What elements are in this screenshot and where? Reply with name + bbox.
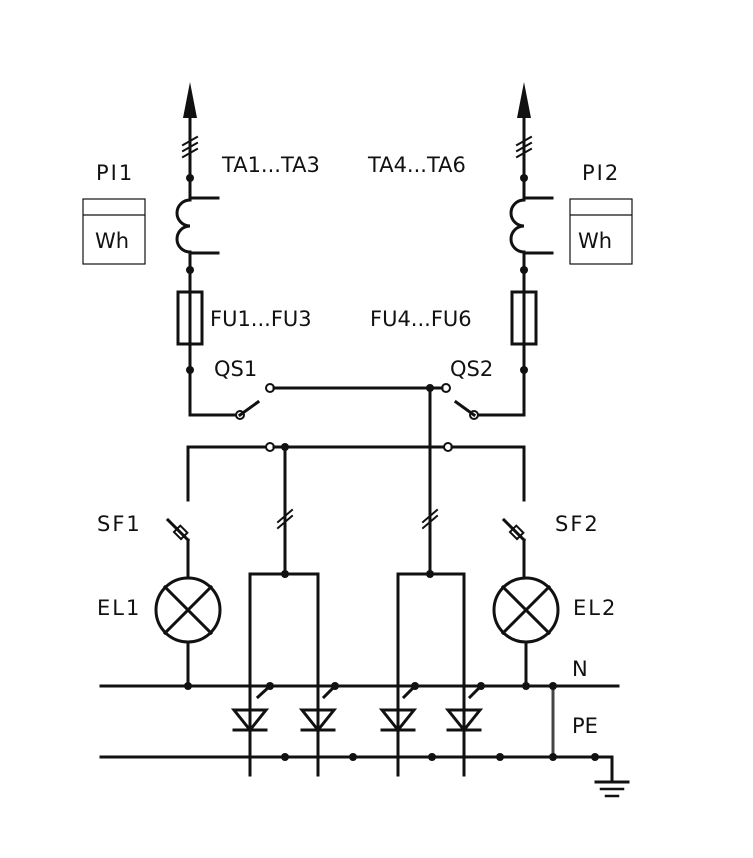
right-feeder-phase-ticks	[515, 135, 533, 159]
switch-qs1-label: QS1	[214, 357, 257, 381]
left-feeder-arrow	[183, 82, 197, 118]
left-feeder	[175, 82, 238, 417]
switch-qs1-symbol	[235, 383, 275, 420]
fuse-left-label: FU1...FU3	[210, 307, 312, 331]
fuse-right-label: FU4...FU6	[370, 307, 472, 331]
outlet-branch-2	[396, 508, 466, 777]
meter-right-label: PI2	[582, 161, 620, 185]
switch-qs2-symbol	[441, 383, 479, 420]
lamp-el1-label: EL1	[97, 596, 141, 620]
ct-left-label: TA1...TA3	[221, 153, 320, 177]
lamp-el1-symbol	[154, 576, 222, 690]
right-feeder-arrow	[517, 82, 531, 118]
neutral-bus-label: N	[572, 657, 588, 681]
socket-outlet-3	[378, 682, 419, 733]
switch-qs2-label: QS2	[450, 357, 493, 381]
right-feeder	[476, 82, 554, 417]
ct-right-label: TA4...TA6	[367, 153, 466, 177]
left-feeder-phase-ticks	[181, 135, 199, 159]
lower-distribution-bus	[186, 442, 526, 502]
ground-icon	[594, 755, 630, 798]
meter-right-unit: Wh	[578, 229, 612, 253]
breaker-sf2-symbol	[501, 517, 527, 580]
ct-left-symbol	[175, 176, 220, 272]
breaker-sf1-symbol	[165, 517, 191, 580]
socket-outlet-1	[230, 682, 274, 759]
lamp-el2-symbol	[492, 576, 560, 690]
socket-outlet-2	[298, 682, 339, 733]
meter-left-label: PI1	[96, 161, 134, 185]
meter-right-box	[569, 198, 633, 265]
pe-bus-label: PE	[572, 714, 598, 738]
breaker-sf2-label: SF2	[555, 512, 600, 536]
outlet-branch-1	[248, 445, 320, 777]
meter-left-box	[82, 198, 146, 265]
breaker-sf1-label: SF1	[97, 512, 142, 536]
socket-outlet-4	[444, 682, 485, 733]
meter-left-unit: Wh	[95, 229, 129, 253]
ct-right-symbol	[509, 176, 554, 272]
lamp-el2-label: EL2	[573, 596, 617, 620]
